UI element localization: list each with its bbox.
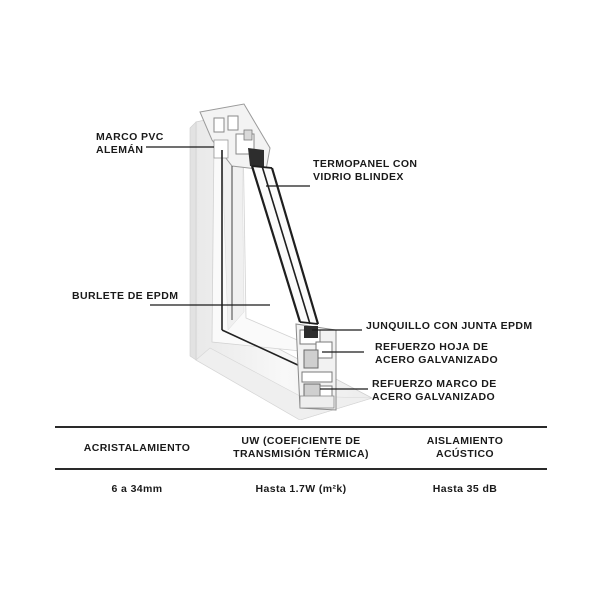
value-acristalamiento: 6 a 34mm — [111, 482, 163, 495]
window-profile-diagram: MARCO PVC ALEMÁN TERMOPANEL CON VIDRIO B… — [72, 103, 533, 421]
glass-panel — [250, 165, 320, 325]
table-top-rule — [55, 426, 547, 428]
callout-burlete: BURLETE DE EPDM — [72, 290, 179, 302]
bottom-profile-section — [295, 323, 337, 411]
sash-body — [211, 133, 331, 355]
spec-table: ACRISTALAMIENTO UW (COEFICIENTE DE TRANS… — [55, 426, 547, 508]
pvc-window-cross-section — [146, 103, 374, 421]
callout-termopanel: TERMOPANEL CON VIDRIO BLINDEX — [313, 158, 418, 183]
table-data-row: 6 a 34mm Hasta 1.7W (m²k) Hasta 35 dB — [55, 470, 547, 508]
callout-refuerzo-marco: REFUERZO MARCO DE ACERO GALVANIZADO — [372, 378, 497, 403]
callout-junquillo: JUNQUILLO CON JUNTA EPDM — [366, 320, 533, 332]
callout-marco-pvc: MARCO PVC ALEMÁN — [96, 131, 164, 156]
callout-refuerzo-hoja: REFUERZO HOJA DE ACERO GALVANIZADO — [375, 341, 499, 366]
table-header-row: ACRISTALAMIENTO UW (COEFICIENTE DE TRANS… — [55, 428, 547, 468]
header-uw: UW (COEFICIENTE DE TRANSMISIÓN TÉRMICA) — [233, 435, 369, 460]
header-acristalamiento: ACRISTALAMIENTO — [83, 441, 191, 454]
leader-lines — [146, 146, 368, 390]
sash-edge-lines — [221, 150, 301, 367]
top-profile-section — [199, 103, 271, 171]
header-aislamiento: AISLAMIENTO ACÚSTICO — [426, 435, 504, 460]
value-aislamiento: Hasta 35 dB — [432, 482, 498, 495]
table-mid-rule — [55, 468, 547, 470]
value-uw: Hasta 1.7W (m²k) — [255, 482, 347, 495]
